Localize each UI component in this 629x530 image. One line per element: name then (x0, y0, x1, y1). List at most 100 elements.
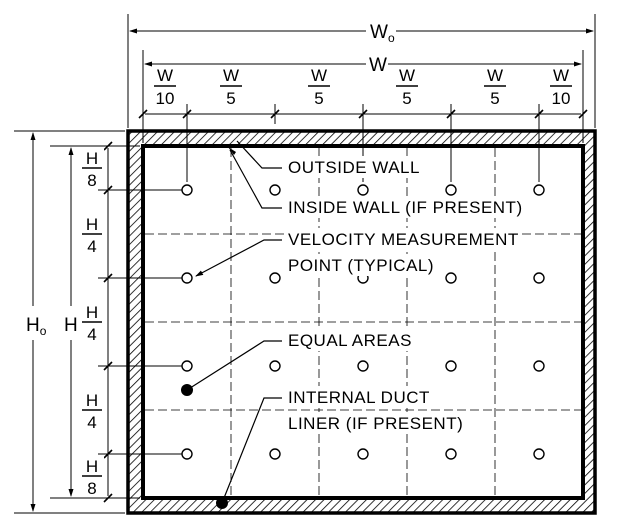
measurement-point (181, 448, 193, 460)
fraction-numerator: W (311, 66, 327, 85)
fraction-numerator: W (553, 66, 569, 85)
liner-line1-bg (285, 386, 423, 408)
height-fraction: H4 (80, 390, 104, 432)
fraction-numerator: W (223, 66, 239, 85)
inside-wall-arrowhead (228, 147, 236, 155)
fraction-denominator: 4 (87, 413, 96, 432)
division-tick (138, 109, 148, 119)
width-fraction: W 10 (550, 66, 572, 108)
height-fraction: H8 (80, 148, 104, 190)
equal-areas-dot (181, 384, 193, 396)
fraction-numerator: W (487, 66, 503, 85)
height-fraction: H4 (80, 302, 104, 344)
measurement-point (181, 272, 193, 284)
measurement-point (357, 184, 369, 196)
measurement-point (269, 272, 281, 284)
liner-label-line1: INTERNAL DUCT (288, 388, 430, 407)
outer-width-label-bg (366, 22, 396, 42)
fraction-denominator: 10 (552, 89, 571, 108)
division-tick (103, 185, 113, 195)
velocity-line2-bg (285, 254, 437, 276)
width-fraction: W 10 (154, 66, 176, 108)
measurement-point (357, 360, 369, 372)
equal-areas-bg (285, 329, 415, 351)
leader-outside-wall (236, 140, 282, 169)
fraction-numerator: W (399, 66, 415, 85)
width-fraction: W5 (308, 66, 330, 108)
fraction-denominator: 5 (490, 89, 499, 108)
fraction-denominator: 5 (402, 89, 411, 108)
fraction-numerator: H (86, 391, 98, 410)
division-tick (358, 109, 368, 119)
fraction-numerator: W (157, 66, 173, 85)
velocity-line1-bg (285, 228, 510, 250)
left-dimensions (14, 130, 182, 514)
equal-areas-label: EQUAL AREAS (288, 331, 412, 350)
liner-label-line2: LINER (IF PRESENT) (288, 414, 463, 433)
inner-width-label: W (369, 55, 387, 76)
division-tick (103, 361, 113, 371)
fraction-denominator: 8 (87, 479, 96, 498)
width-fraction: W5 (220, 66, 242, 108)
division-tick (182, 109, 192, 119)
fraction-numerator: H (86, 303, 98, 322)
inside-wall-label: INSIDE WALL (IF PRESENT) (288, 198, 523, 217)
fraction-numerator: H (86, 215, 98, 234)
top-division-ticks (138, 109, 588, 119)
division-tick (270, 109, 280, 119)
fraction-denominator: 4 (87, 325, 96, 344)
fraction-numerator: H (86, 457, 98, 476)
fraction-denominator: 5 (314, 89, 323, 108)
measurement-point (445, 360, 457, 372)
division-tick (103, 493, 113, 503)
division-tick (103, 141, 113, 151)
leader-equal-areas (186, 340, 282, 391)
width-fraction: W5 (396, 66, 418, 108)
division-tick (446, 109, 456, 119)
fraction-numerator: H (86, 149, 98, 168)
inside-wall-bg (285, 196, 535, 218)
outer-height-label: Ho (26, 315, 47, 338)
leader-inside-wall (229, 149, 282, 209)
division-tick (103, 273, 113, 283)
outer-width-label-text: Wo (370, 22, 395, 45)
callout-leaders (186, 140, 282, 504)
height-fraction: H8 (80, 456, 104, 498)
measurement-point (269, 448, 281, 460)
measurement-point (445, 272, 457, 284)
inner-height-label: H (64, 315, 78, 336)
outside-wall-bg (285, 156, 417, 178)
outside-wall-label: OUTSIDE WALL (288, 158, 420, 177)
measurement-point (533, 360, 545, 372)
measurement-points (181, 184, 545, 460)
measurement-point (181, 360, 193, 372)
measurement-point (357, 448, 369, 460)
fraction-denominator: 10 (156, 89, 175, 108)
measurement-point (533, 448, 545, 460)
velocity-label-line1: VELOCITY MEASUREMENT (288, 230, 519, 249)
liner-dot (216, 497, 228, 509)
height-fraction: H4 (80, 214, 104, 256)
leader-duct-liner (221, 397, 282, 504)
fraction-denominator: 8 (87, 171, 96, 190)
measurement-point (533, 272, 545, 284)
division-tick (578, 109, 588, 119)
velocity-label-line2: POINT (TYPICAL) (288, 256, 434, 275)
measurement-point (445, 448, 457, 460)
leader-velocity-point (195, 239, 282, 277)
fraction-denominator: 4 (87, 237, 96, 256)
measurement-point (445, 184, 457, 196)
division-tick (534, 109, 544, 119)
liner-line2-bg (285, 412, 473, 434)
fraction-denominator: 5 (226, 89, 235, 108)
division-tick (103, 449, 113, 459)
measurement-point (269, 184, 281, 196)
measurement-point (533, 184, 545, 196)
measurement-point (269, 360, 281, 372)
left-division-ticks (103, 141, 113, 503)
measurement-point (181, 184, 193, 196)
